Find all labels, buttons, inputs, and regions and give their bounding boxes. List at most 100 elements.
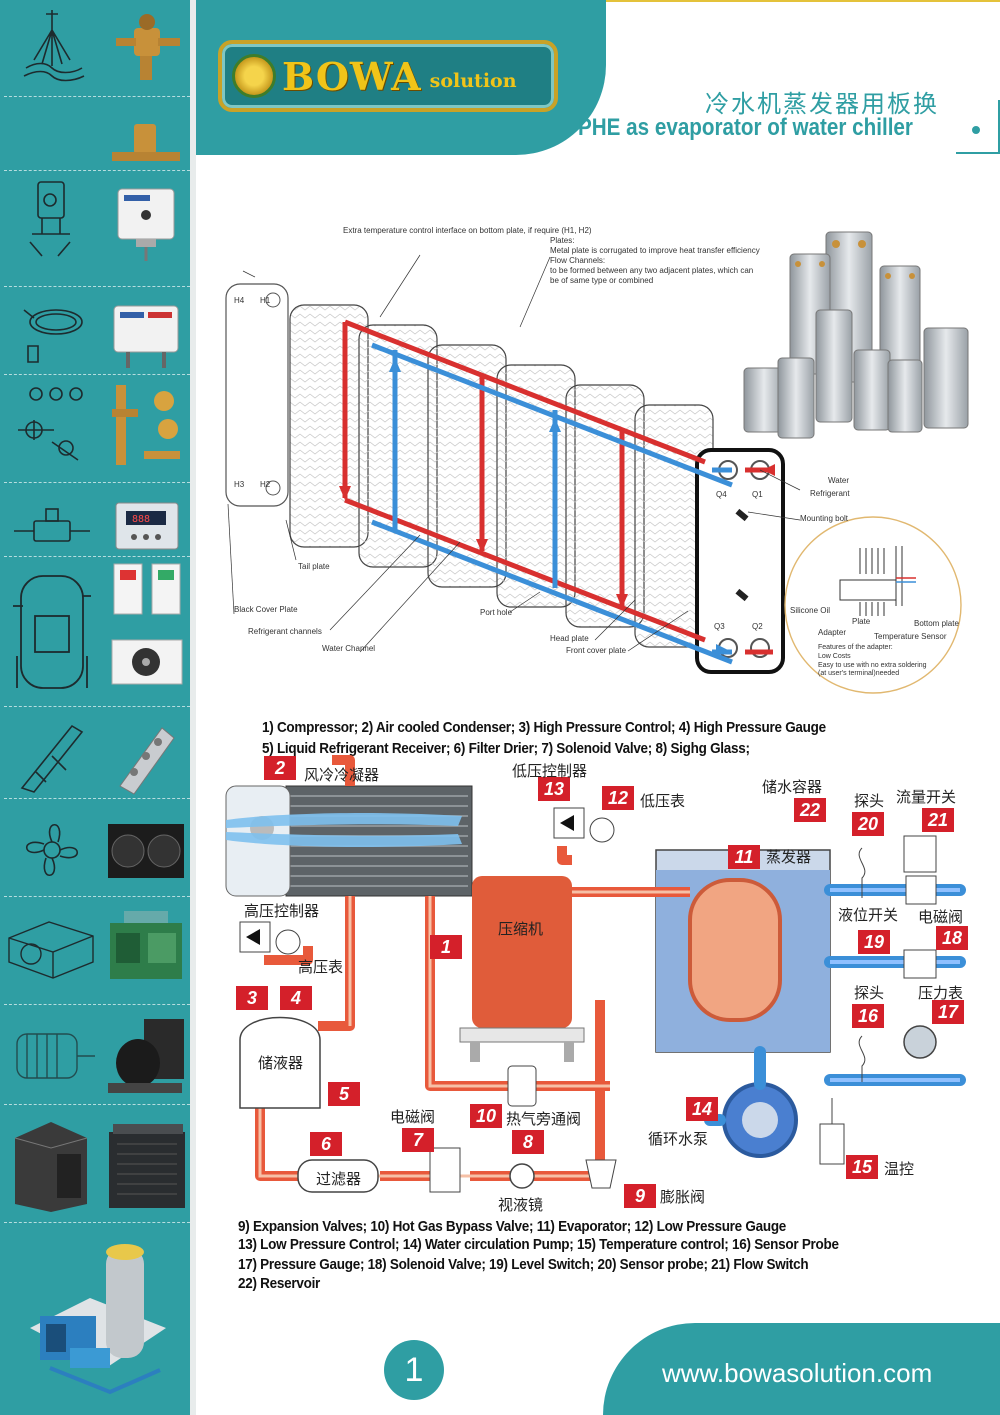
label-adapter: Adapter — [818, 628, 847, 637]
page-title-cn: 冷水机蒸发器用板换 — [705, 91, 939, 118]
compressor-sketch-icon — [6, 566, 98, 696]
door-hinge-icon — [100, 712, 192, 800]
cn-compressor: 压缩机 — [498, 920, 544, 938]
cn-solenoid-2: 电磁阀 — [390, 1108, 436, 1126]
condensing-unit-sketch-icon — [2, 904, 100, 992]
sidebar-separator — [4, 706, 190, 707]
legend-line-4: 13) Low Pressure Control; 14) Water circ… — [238, 1236, 839, 1253]
legend-line-5: 17) Pressure Gauge; 18) Solenoid Valve; … — [238, 1256, 809, 1273]
footer-band — [603, 1323, 1000, 1415]
title-rule-vertical — [998, 100, 1000, 154]
label-refrigerant: Refrigerant — [810, 489, 850, 498]
sidebar-separator — [4, 1222, 190, 1223]
water-flow — [371, 342, 733, 665]
num-10: 10 — [470, 1104, 502, 1128]
condensing-unit-icon — [100, 904, 192, 992]
num-15: 15 — [846, 1155, 878, 1179]
brand-name: BOWA — [282, 53, 422, 99]
motor-sketch-icon — [2, 1012, 100, 1100]
port-label-h1: H1 — [260, 296, 271, 305]
brand-logo: BOWA solution — [218, 40, 558, 112]
filter-drier-sketch-icon — [6, 486, 98, 574]
chiller-schematic — [225, 755, 966, 1193]
sidebar-separator — [4, 170, 190, 171]
sidebar-separator — [4, 896, 190, 897]
cn-receiver: 储液器 — [258, 1054, 304, 1072]
cn-filter: 过滤器 — [316, 1170, 362, 1188]
fan-blade-sketch-icon — [6, 806, 98, 894]
label-black-cover-plate: Black Cover Plate — [234, 605, 298, 614]
num-12: 12 — [602, 786, 634, 810]
label-silicone-oil: Silicone Oil — [790, 606, 831, 615]
port-label-h3: H3 — [234, 480, 245, 489]
cn-pressure-gauge: 压力表 — [918, 984, 964, 1002]
num-3: 3 — [236, 986, 268, 1010]
condenser-unit-icon — [100, 806, 192, 894]
port-label-q4: Q4 — [716, 490, 727, 499]
sidebar-separator — [4, 1104, 190, 1105]
label-head-plate: Head plate — [550, 634, 589, 643]
num-19: 19 — [858, 930, 890, 954]
cn-sight-glass: 视液镜 — [498, 1196, 544, 1214]
cn-probe-2: 探头 — [854, 984, 885, 1002]
num-11: 11 — [728, 845, 760, 869]
cn-high-pressure-control: 高压控制器 — [244, 902, 320, 920]
port-label-h4: H4 — [234, 296, 245, 305]
solenoid-sketch-icon — [6, 176, 98, 264]
cn-high-gauge: 高压表 — [298, 958, 344, 976]
legend-line-1: 1) Compressor; 2) Air cooled Condenser; … — [262, 719, 826, 736]
cn-low-pressure-control: 低压控制器 — [512, 762, 588, 780]
num-14: 14 — [686, 1097, 718, 1121]
num-16: 16 — [852, 1004, 884, 1028]
num-18: 18 — [936, 926, 968, 950]
port-label-q2: Q2 — [752, 622, 763, 631]
product-sidebar: 888 — [0, 0, 196, 1415]
cn-level-switch: 液位开关 — [838, 906, 899, 924]
num-21: 21 — [922, 808, 954, 832]
num-1: 1 — [430, 935, 462, 959]
title-dot — [972, 126, 980, 134]
cn-pump: 循环水泵 — [648, 1130, 709, 1148]
capillary-sketch-icon — [6, 292, 98, 380]
website-link[interactable]: www.bowasolution.com — [662, 1358, 933, 1388]
port-label-q3: Q3 — [714, 622, 725, 631]
expansion-valve-icon — [100, 4, 192, 92]
num-8: 8 — [512, 1130, 544, 1154]
legend-line-6: 22) Reservoir — [238, 1275, 321, 1292]
sight-glass-sketch-icon — [6, 380, 98, 468]
label-extra-interface: Extra temperature control interface on b… — [343, 226, 592, 235]
label-front-cover-plate: Front cover plate — [566, 646, 627, 655]
phe-exploded-diagram — [225, 254, 962, 694]
num-6: 6 — [310, 1132, 342, 1156]
num-13: 13 — [538, 777, 570, 801]
cn-hot-gas-bypass: 热气旁通阀 — [506, 1110, 582, 1128]
sidebar-separator — [4, 556, 190, 557]
sidebar-separator — [4, 96, 190, 97]
sidebar-separator — [4, 374, 190, 375]
cn-expansion: 膨胀阀 — [660, 1188, 706, 1206]
cn-reservoir: 储水容器 — [762, 778, 823, 796]
label-temperature-sensor: Temperature Sensor — [874, 632, 947, 641]
title-rule — [956, 152, 1000, 154]
box-chiller-icon — [4, 1114, 96, 1214]
label-plate: Plate — [852, 617, 871, 626]
sidebar-strip — [190, 0, 196, 1415]
header-top-rule — [600, 0, 1000, 2]
chiller-system-3d-icon — [10, 1228, 186, 1408]
label-refrigerant-channels: Refrigerant channels — [248, 627, 322, 636]
page-title-en: PHE as evaporator of water chiller — [578, 114, 913, 141]
num-9: 9 — [624, 1184, 656, 1208]
cn-solenoid: 电磁阀 — [918, 908, 964, 926]
label-water-channel: Water Channel — [322, 644, 376, 653]
sidebar-separator — [4, 1004, 190, 1005]
label-plates-note: Plates: Metal plate is corrugated to imp… — [550, 236, 760, 285]
cn-flow-switch: 流量开关 — [896, 788, 957, 806]
num-17: 17 — [932, 1000, 964, 1024]
label-mounting-bolt: Mounting bolt — [800, 514, 849, 523]
label-water: Water — [828, 476, 850, 485]
cn-temp-control: 温控 — [884, 1160, 915, 1178]
sidebar-separator — [4, 798, 190, 799]
refrigerant-flow — [342, 319, 773, 655]
air-cooled-chiller-icon — [100, 1114, 192, 1214]
cn-evaporator: 蒸发器 — [766, 848, 812, 866]
